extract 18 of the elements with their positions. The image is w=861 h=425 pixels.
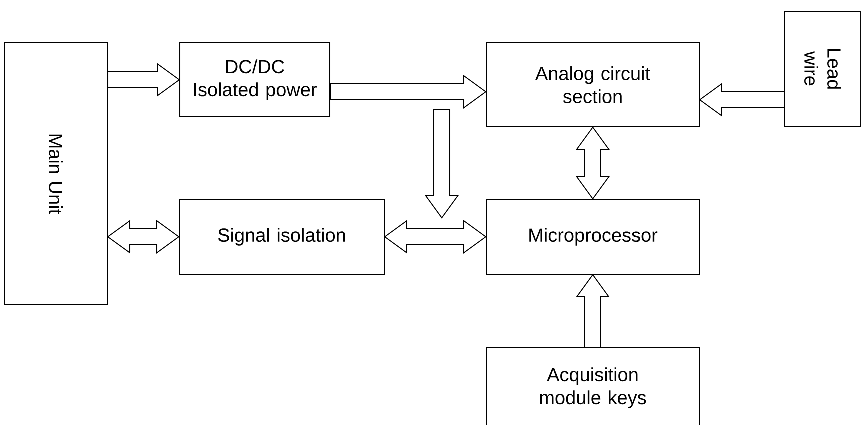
block-box: [179, 199, 385, 275]
block-arrow: [576, 274, 610, 348]
block-label: Main Unit: [49, 134, 63, 214]
block-label: Signal isolation: [218, 228, 346, 246]
block-label: Acquisition module keys: [540, 368, 646, 408]
block-box: [180, 42, 330, 118]
block-box: [784, 11, 861, 127]
block-label: Lead wire: [804, 49, 842, 89]
block-label: Microprocessor: [530, 228, 658, 246]
block-arrow: [330, 75, 487, 109]
block-arrow: [108, 63, 180, 97]
block-box: [486, 348, 700, 425]
block-arrow: [699, 83, 785, 117]
block-label: Analog circuit section: [535, 66, 650, 104]
block-box: [486, 42, 700, 128]
block-box: [486, 199, 700, 275]
block-box: [4, 42, 108, 306]
block-label: DC/DC Isolated power: [194, 60, 317, 100]
